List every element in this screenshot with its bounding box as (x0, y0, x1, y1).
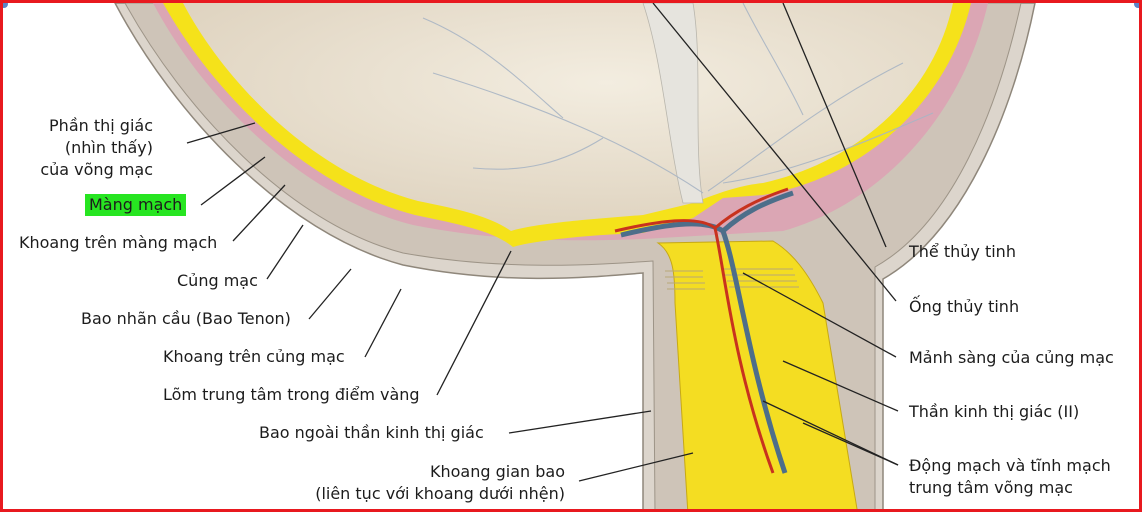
frame-corner-handle (3, 3, 8, 8)
label-line: Khoang gian bao (430, 462, 565, 481)
label-lamina-cribrosa: Mảnh sàng của củng mạc (909, 348, 1114, 367)
label-line: (nhìn thấy) (64, 138, 153, 157)
label-choroid-highlighted: Màng mạch (85, 194, 187, 216)
label-line: (liên tục với khoang dưới nhện) (315, 484, 565, 503)
label-episcleral-space: Khoang trên củng mạc (163, 347, 345, 366)
label-intervaginal-space: Khoang gian bao (liên tục với khoang dướ… (315, 461, 565, 505)
label-hyaloid-canal: Ống thủy tinh (909, 297, 1020, 316)
label-line: của võng mạc (40, 160, 153, 179)
label-central-vessels: Động mạch và tĩnh mạch trung tâm võng mạ… (909, 455, 1111, 499)
label-sclera: Củng mạc (177, 271, 258, 290)
vitreous-body-shape (183, 3, 953, 231)
label-optic-nerve: Thần kinh thị giác (II) (909, 402, 1080, 421)
frame-corner-handle (1134, 3, 1139, 8)
label-visual-retina: Phần thị giác (nhìn thấy) của võng mạc (40, 115, 153, 181)
leader-lines (186, 3, 899, 482)
central-retinal-artery (614, 187, 789, 474)
eyeball-section-illustration (114, 3, 1036, 509)
hyaloid-canal-shape (642, 3, 704, 204)
label-fovea: Lõm trung tâm trong điểm vàng (163, 385, 420, 404)
central-retinal-vein (620, 190, 794, 474)
label-line: trung tâm võng mạc (909, 478, 1073, 497)
label-vitreous-body: Thể thủy tinh (909, 242, 1016, 261)
label-tenon-capsule: Bao nhãn cầu (Bao Tenon) (81, 309, 291, 328)
label-line: Động mạch và tĩnh mạch (909, 456, 1111, 475)
label-line: Phần thị giác (49, 116, 153, 135)
retinal-vessel-network (422, 3, 934, 194)
label-optic-sheath: Bao ngoài thần kinh thị giác (259, 423, 484, 442)
label-suprachoroid-space: Khoang trên màng mạch (19, 233, 218, 252)
